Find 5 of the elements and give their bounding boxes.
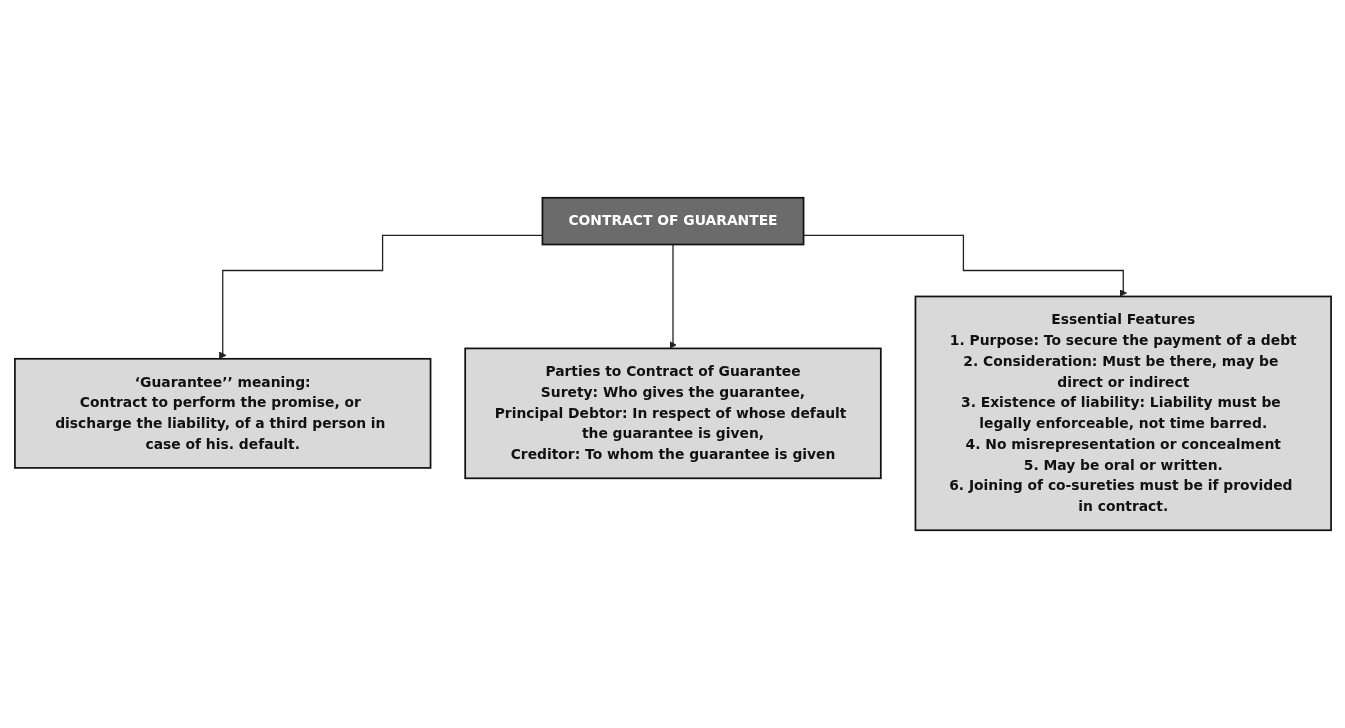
node-box: Essential Features 1. Purpose: To secure the payment of a debt 2. Consideration: Must be there, may be direct or indirect 3. Existence of liability: Liability must be legally enforceable, not time barred. 4. No misrepresentation or concealment 5. May be oral or written. 6. Joining of co-sureties must be if provided in contract.: [914, 295, 1332, 532]
node-box: CONTRACT OF GUARANTEE: [541, 196, 804, 246]
node-box: ‘Guarantee’’ meaning: Contract to perform the promise, or discharge the liability, of a third person in case of his. default.: [13, 357, 431, 469]
node-box: Parties to Contract of Guarantee Surety: Who gives the guarantee, Principal Debtor: In respect of whose default the guarantee is given, Creditor: To whom the guarantee is given: [463, 347, 882, 480]
arrow: [668, 243, 677, 349]
